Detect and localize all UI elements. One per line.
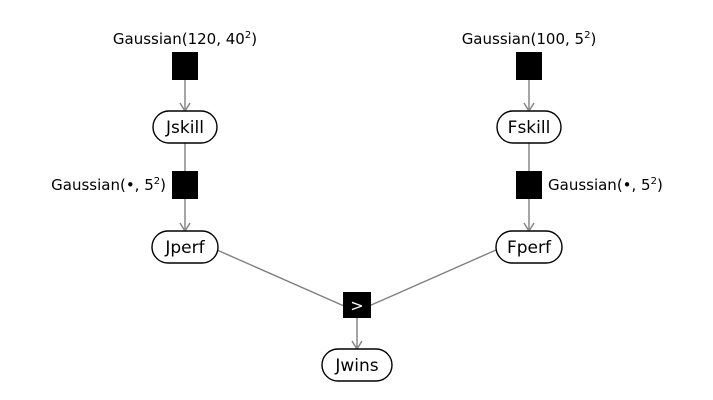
node-jskill-label: Jskill [165,118,204,138]
node-jwins-label: Jwins [334,356,378,376]
node-fperf-label: Fperf [507,238,552,258]
factor-greater-than-symbol: > [350,296,363,315]
label-fskill-prior: Gaussian(100, 52) [462,30,597,48]
node-jperf [151,230,219,264]
node-fskill-label: Fskill [508,118,551,138]
node-jskill [152,110,218,144]
factor-jperf-noise [172,171,198,199]
factor-fperf-noise [516,171,542,199]
factor-fskill-prior [516,52,542,80]
node-fskill [496,110,562,144]
edge-jperf-greater [216,249,345,307]
edge-fperf-greater [368,249,497,307]
label-jperf-noise: Gaussian(•, 52) [51,176,166,194]
node-jwins [321,348,393,382]
factor-jskill-prior [172,52,198,80]
node-jperf-label: Jperf [164,238,205,258]
label-jskill-prior: Gaussian(120, 402) [113,30,257,48]
label-fperf-noise: Gaussian(•, 52) [548,176,663,194]
factor-greater-than [343,292,371,318]
node-fperf [495,230,563,264]
